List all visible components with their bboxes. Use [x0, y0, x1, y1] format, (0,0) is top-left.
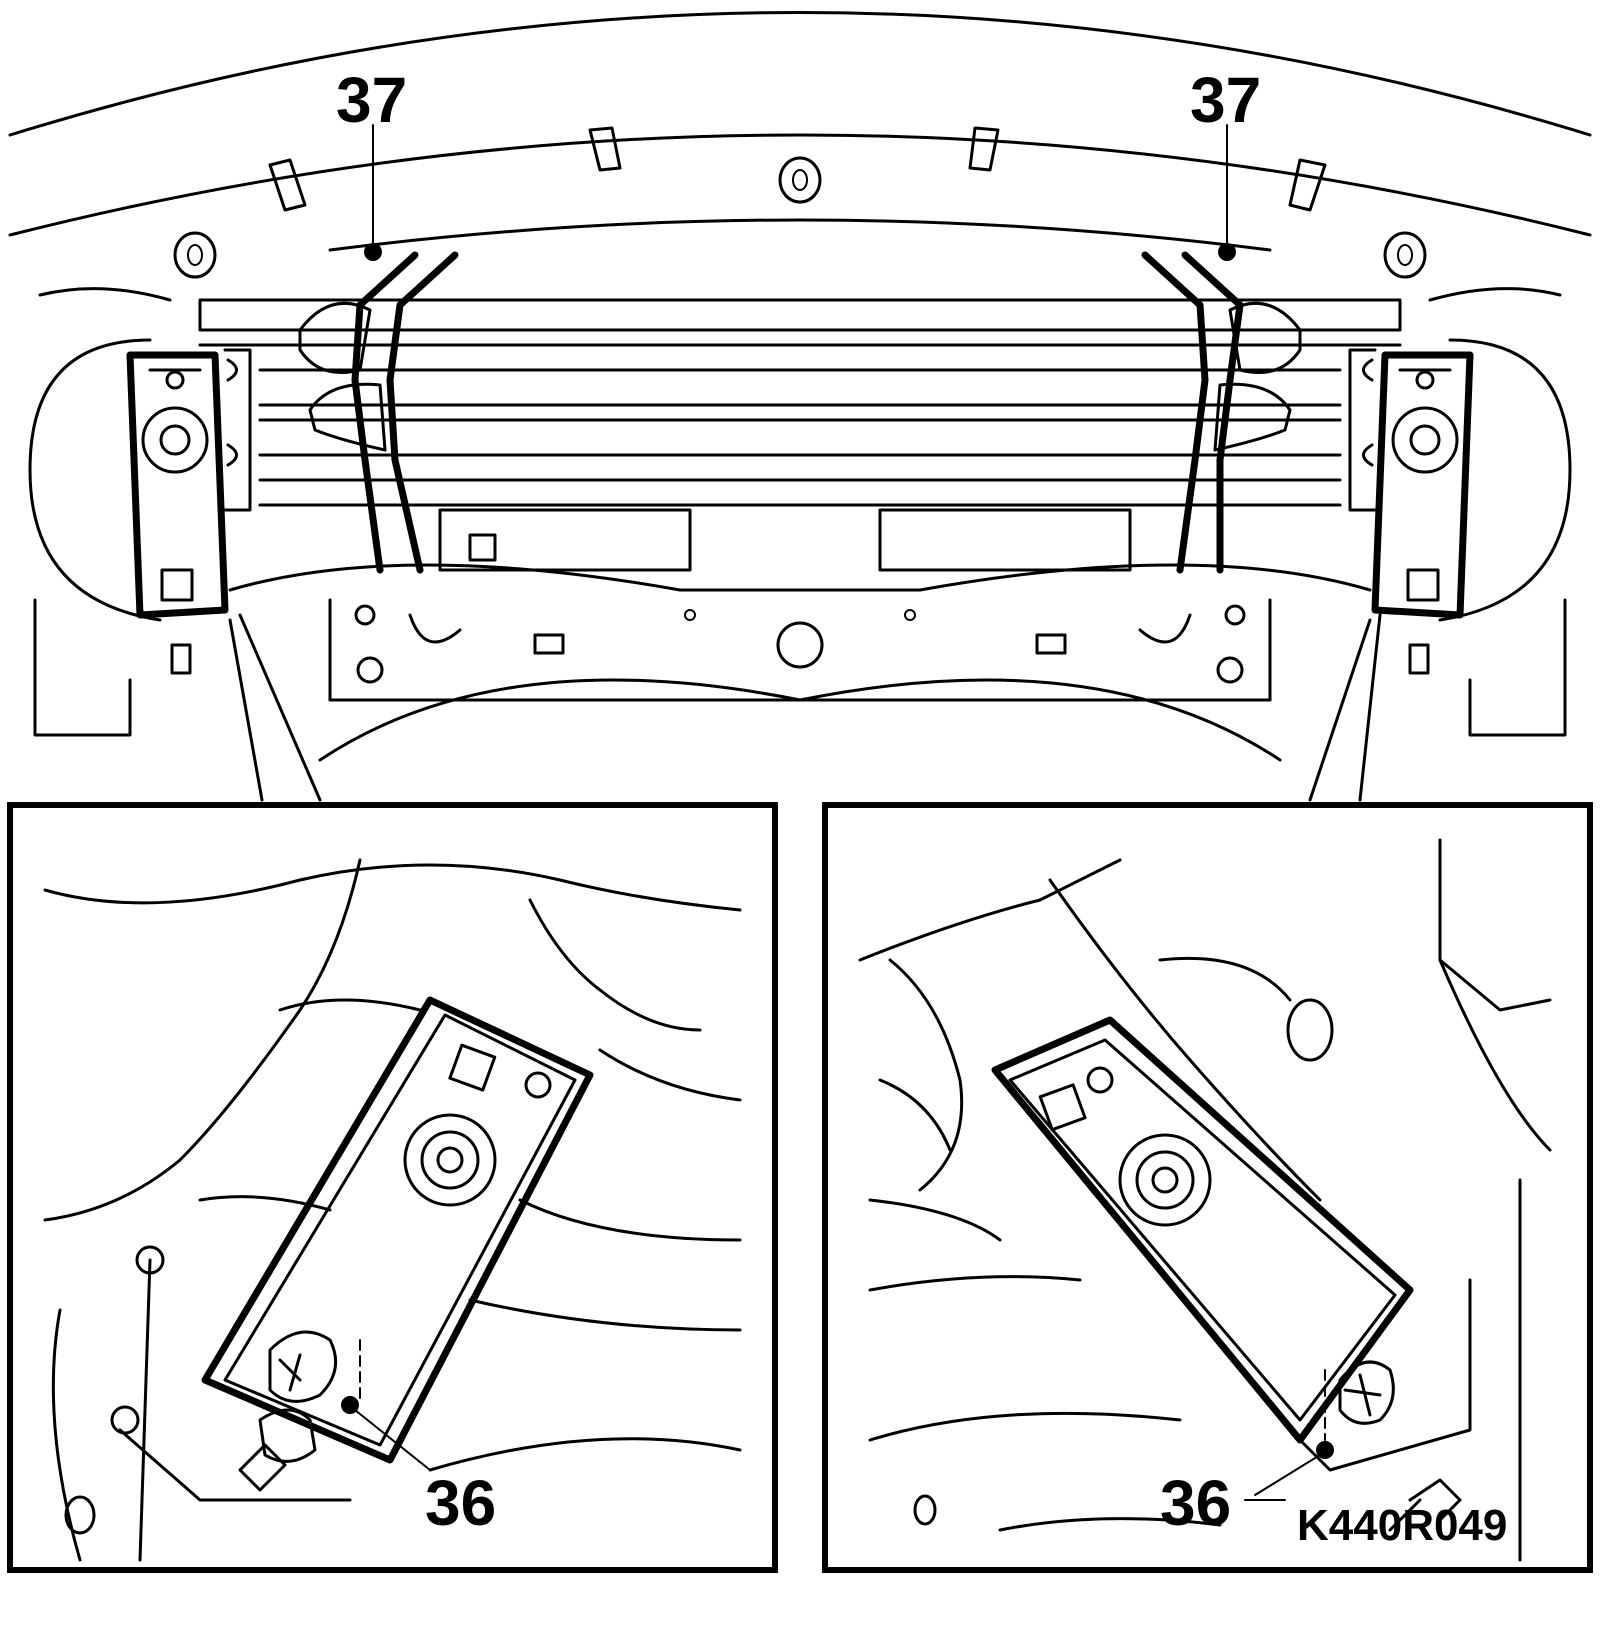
detail-inset-right: 36 K440R049	[822, 802, 1593, 1573]
callout-36-left: 36	[425, 1467, 496, 1539]
callout-36-right: 36	[1160, 1467, 1231, 1539]
bumper-clips	[173, 126, 1427, 279]
bracket-right	[1348, 348, 1474, 619]
bracket-inset-left	[201, 996, 594, 1464]
bracket-left	[126, 348, 252, 619]
figure-code: K440R049	[1297, 1501, 1507, 1550]
cross-member	[33, 563, 1567, 762]
callout-dot-37-left	[364, 243, 382, 261]
bracket-inset-right	[991, 1016, 1414, 1444]
zoom-leader-right	[1308, 613, 1382, 802]
callout-37-right: 37	[1190, 64, 1261, 136]
detail-inset-left: 36	[7, 802, 778, 1573]
callout-dot-37-right	[1218, 243, 1236, 261]
callout-37-left: 37	[336, 64, 407, 136]
zoom-leader-left	[228, 613, 322, 802]
overview-view: 37 37	[8, 11, 1592, 802]
hose-right	[1141, 251, 1302, 574]
hose-left	[298, 251, 459, 574]
